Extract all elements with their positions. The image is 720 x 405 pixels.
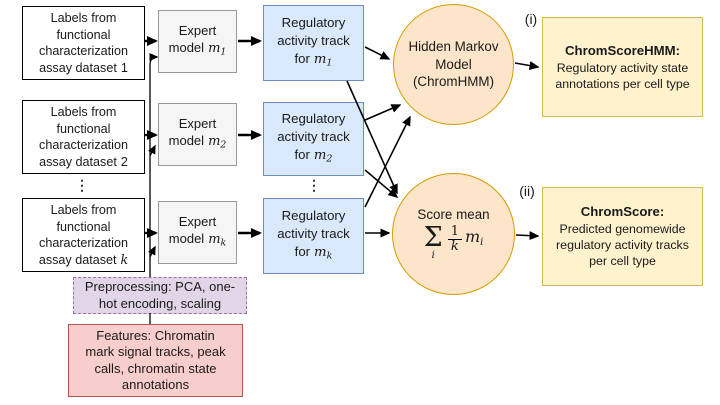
arrow-trunk-expertk <box>148 245 156 258</box>
ellipsis-left: ⋮ <box>75 177 89 193</box>
arrow-score-chromscore <box>515 231 540 241</box>
output-tag-i: (i) <box>524 11 538 27</box>
arrow-hmm-chromscorehmm <box>514 61 540 70</box>
arrow-track1-hmm <box>364 46 391 60</box>
labels-dataset-2-box: Labels from functional characterization … <box>22 100 145 174</box>
output-tag-ii: (ii) <box>519 183 535 199</box>
hidden-markov-model-node: Hidden Markov Model (ChromHMM) <box>393 4 514 125</box>
arrow-track2-score <box>364 169 399 198</box>
labels-dataset-1-box: Labels from functional characterization … <box>22 6 145 80</box>
features-box: Features: Chromatin mark signal tracks, … <box>68 324 243 397</box>
chromscorehmm-output-box: ChromScoreHMM: Regulatory activity state… <box>542 17 703 117</box>
line-preprocessing-trunk <box>149 53 159 277</box>
arrow-track2-hmm <box>364 104 402 121</box>
labels-dataset-k-box: Labels from functional characterization … <box>22 198 145 272</box>
arrow-trunk-expert2 <box>148 144 156 157</box>
preprocessing-box: Preprocessing: PCA, one- hot encoding, s… <box>73 277 247 314</box>
arrow-trackk-hmm <box>364 115 411 208</box>
chromscore-output-box: ChromScore: Predicted genomewide regulat… <box>542 187 703 286</box>
ellipsis-middle: ⋮ <box>307 177 321 193</box>
